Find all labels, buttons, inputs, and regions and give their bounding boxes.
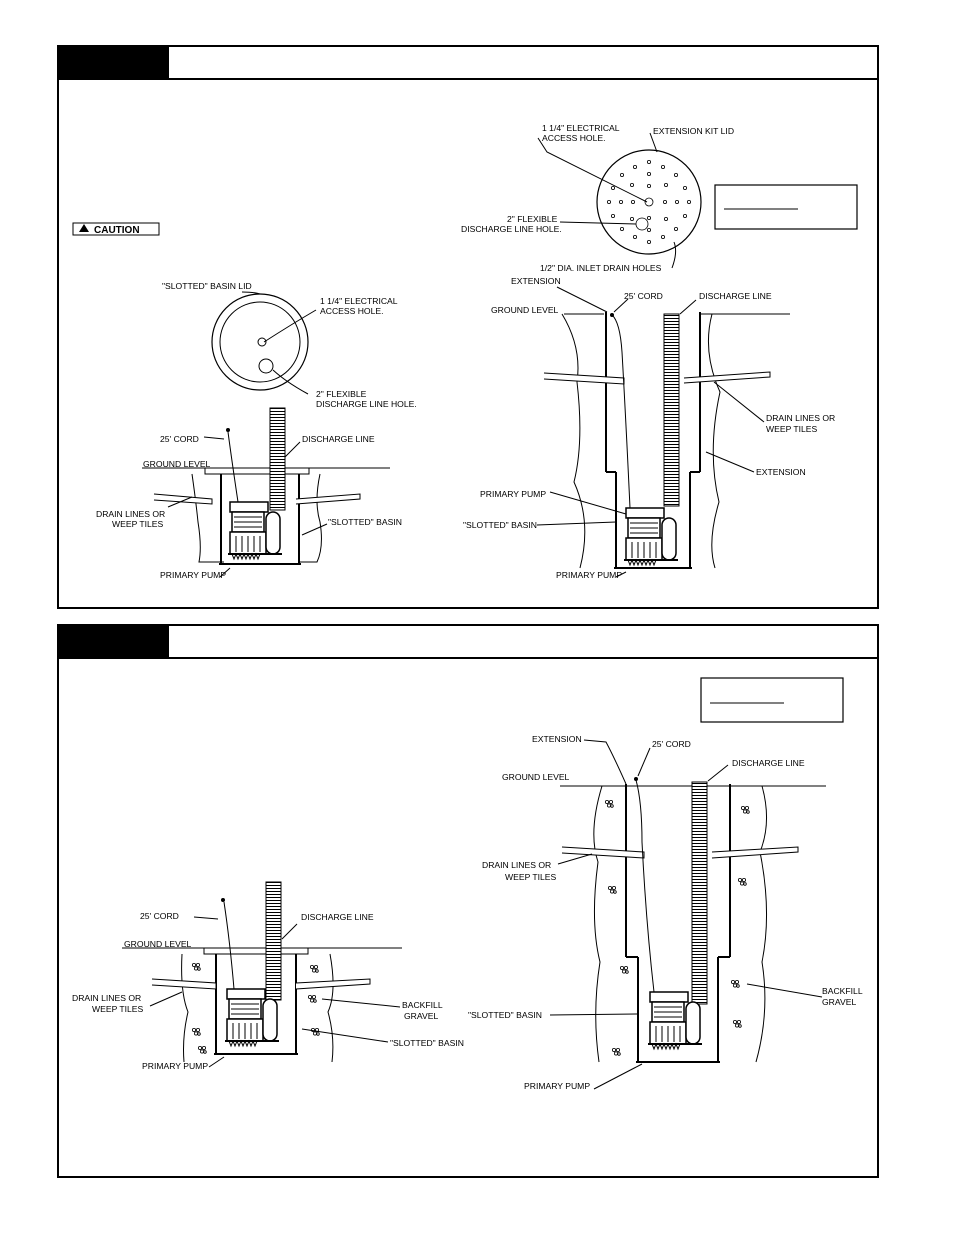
caution-box	[72, 222, 160, 236]
r-drain-label-2: WEEP TILES	[766, 424, 818, 434]
f2-discharge-label: DISCHARGE LINE	[301, 912, 374, 922]
panel-1-header	[59, 47, 877, 80]
f2-drain-label-1: DRAIN LINES OR	[72, 993, 141, 1003]
basin-label: "SLOTTED" BASIN	[328, 517, 402, 527]
panel-2-tab	[59, 626, 169, 657]
pump-label: PRIMARY PUMP	[160, 570, 226, 580]
f2-basin-label: "SLOTTED" BASIN	[390, 1038, 464, 1048]
cord-label: 25' CORD	[160, 434, 199, 444]
ext-top-label: EXTENSION	[511, 276, 561, 286]
f2-pump-label: PRIMARY PUMP	[142, 1061, 208, 1071]
drain-label-1: DRAIN LINES OR	[96, 509, 165, 519]
f2-drain-label-2: WEEP TILES	[92, 1004, 144, 1014]
f2r-cord-label: 25' CORD	[652, 739, 691, 749]
f2r-basin-label: "SLOTTED" BASIN	[468, 1010, 542, 1020]
figure-panel-2: 25' CORD DISCHARGE LINE GROUND LEVEL DRA…	[57, 624, 879, 1178]
elec-hole-label-1: 1 1/4" ELECTRICAL	[320, 296, 398, 306]
f2r-pump-label: PRIMARY PUMP	[524, 1081, 590, 1091]
figure-2-diagram: 25' CORD DISCHARGE LINE GROUND LEVEL DRA…	[72, 677, 863, 1091]
note-box-2	[700, 677, 844, 723]
panel-2-header	[59, 626, 877, 659]
drain-label-2: WEEP TILES	[112, 519, 164, 529]
f2r-extension-label: EXTENSION	[532, 734, 582, 744]
f2r-discharge-label: DISCHARGE LINE	[732, 758, 805, 768]
f2r-backfill-label-1: BACKFILL	[822, 986, 863, 996]
r-cord-label: 25' CORD	[624, 291, 663, 301]
discharge-label: DISCHARGE LINE	[302, 434, 375, 444]
f2-ground-label: GROUND LEVEL	[124, 939, 192, 949]
panel-1-tab	[59, 47, 169, 78]
f2-cord-label: 25' CORD	[140, 911, 179, 921]
r-disch-hole-label-2: DISCHARGE LINE HOLE.	[461, 224, 562, 234]
disch-hole-label-1: 2" FLEXIBLE	[316, 389, 367, 399]
r-pump-label: PRIMARY PUMP	[556, 570, 622, 580]
inlet-holes-label: 1/2" DIA. INLET DRAIN HOLES	[540, 263, 662, 273]
svg-text:!: !	[83, 224, 86, 234]
figure-1-diagram: ! CAUTION "SLOTTED" BASIN LID 1 1/4" ELE…	[72, 123, 858, 580]
r-discharge-label: DISCHARGE LINE	[699, 291, 772, 301]
f2-backfill-label-2: GRAVEL	[404, 1011, 438, 1021]
warning-icon	[79, 224, 89, 232]
note-box-1	[714, 184, 858, 230]
r-ground-label: GROUND LEVEL	[491, 305, 559, 315]
f2r-drain-label-1: DRAIN LINES OR	[482, 860, 551, 870]
basin-lid-label: "SLOTTED" BASIN LID	[162, 281, 252, 291]
r-elec-label-2: ACCESS HOLE.	[542, 133, 606, 143]
ground-label: GROUND LEVEL	[143, 459, 211, 469]
r-drain-label-1: DRAIN LINES OR	[766, 413, 835, 423]
ext-lid-label: EXTENSION KIT LID	[653, 126, 734, 136]
r-disch-hole-label-1: 2" FLEXIBLE	[507, 214, 558, 224]
elec-hole-label-2: ACCESS HOLE.	[320, 306, 384, 316]
r-elec-label-1: 1 1/4" ELECTRICAL	[542, 123, 620, 133]
r-basin-label: "SLOTTED" BASIN	[463, 520, 537, 530]
f2-backfill-label-1: BACKFILL	[402, 1000, 443, 1010]
f2r-ground-label: GROUND LEVEL	[502, 772, 570, 782]
r-pump-top-label: PRIMARY PUMP	[480, 489, 546, 499]
figure-panel-1: ! CAUTION "SLOTTED" BASIN LID 1 1/4" ELE…	[57, 45, 879, 609]
disch-hole-label-2: DISCHARGE LINE HOLE.	[316, 399, 417, 409]
r-extension-label: EXTENSION	[756, 467, 806, 477]
caution-label: CAUTION	[94, 225, 140, 236]
f2r-drain-label-2: WEEP TILES	[505, 872, 557, 882]
f2r-backfill-label-2: GRAVEL	[822, 997, 856, 1007]
